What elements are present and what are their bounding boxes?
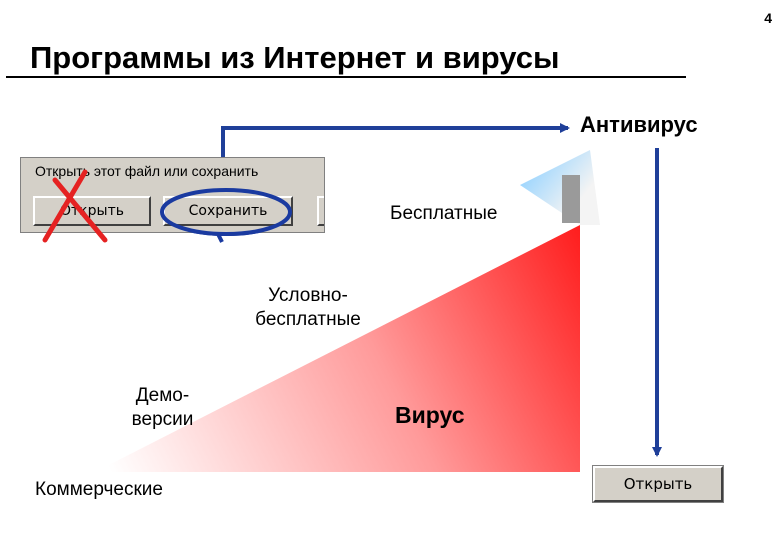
shareware-label-line2: бесплатные [255, 309, 361, 330]
open-button-label: Открыть [623, 475, 693, 493]
open-button[interactable]: Открыть [592, 465, 724, 503]
wedge-tip [520, 150, 600, 225]
commercial-label: Коммерческие [35, 479, 163, 500]
wedge-tip-square [562, 175, 580, 223]
download-dialog-fragment: Открыть этот файл или сохранить Открыть … [20, 157, 325, 233]
free-label: Бесплатные [390, 203, 498, 224]
demo-label-line2: версии [131, 409, 194, 430]
antivirus-label: Антивирус [580, 112, 698, 137]
dialog-save-button[interactable]: Сохранить [163, 196, 293, 226]
shareware-label-line1: Условно- [268, 285, 348, 306]
title-underline [6, 76, 686, 78]
demo-label: Демо- версии [115, 384, 210, 432]
dialog-prompt: Открыть этот файл или сохранить [35, 163, 259, 179]
demo-label-line1: Демо- [135, 385, 190, 406]
virus-label: Вирус [395, 402, 465, 428]
dialog-open-button[interactable]: Открыть [33, 196, 151, 226]
spectrum-wedge [95, 225, 580, 472]
shareware-label: Условно- бесплатные [238, 284, 378, 332]
slide-title: Программы из Интернет и вирусы [30, 40, 560, 75]
dialog-cutoff-button[interactable]: С [317, 196, 324, 226]
slide-number: 4 [764, 10, 772, 26]
